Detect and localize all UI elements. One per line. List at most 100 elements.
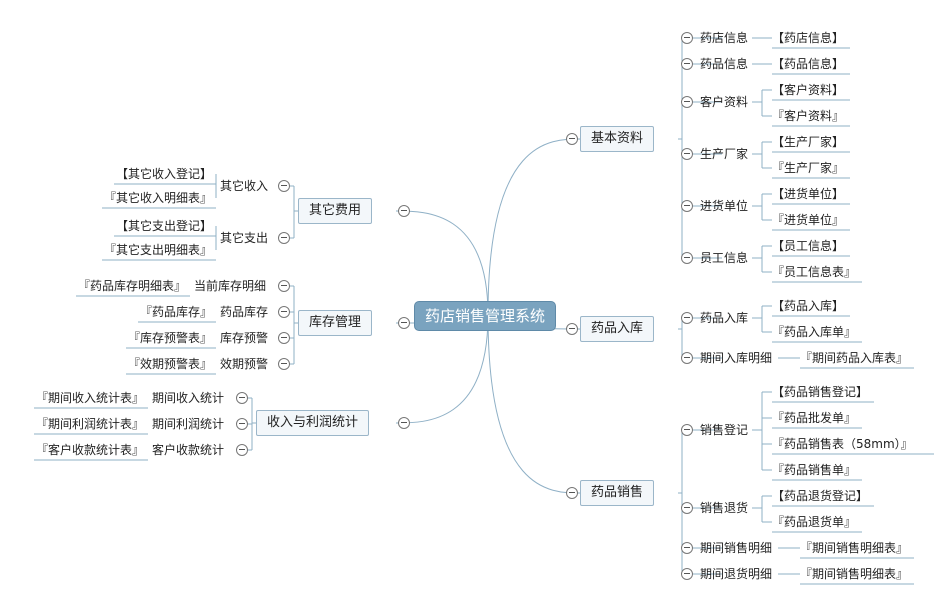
leaf-item[interactable]: 『药品库存明细表』: [78, 279, 187, 293]
leaf-item[interactable]: 『期间药品入库表』: [800, 351, 909, 365]
subtopic-药品入库[interactable]: 药品入库: [700, 311, 749, 325]
collapse-icon[interactable]: [566, 323, 578, 335]
collapse-icon[interactable]: [681, 96, 693, 108]
leaf-underline: [790, 547, 914, 559]
collapse-icon[interactable]: [398, 205, 410, 217]
subtopic-销售登记[interactable]: 销售登记: [700, 423, 749, 437]
collapse-icon[interactable]: [278, 332, 290, 344]
collapse-icon[interactable]: [398, 317, 410, 329]
collapse-icon[interactable]: [566, 133, 578, 145]
leaf-item[interactable]: 『其它收入明细表』: [104, 191, 213, 205]
topic-收入与利润统计[interactable]: 收入与利润统计: [256, 410, 370, 436]
subtopic-其它支出[interactable]: 其它支出: [220, 231, 269, 245]
leaf-item[interactable]: 『库存预警表』: [128, 331, 213, 345]
leaf-underline: [762, 193, 850, 205]
leaf-item[interactable]: 『效期预警表』: [128, 357, 213, 371]
leaf-item[interactable]: 『期间利润统计表』: [36, 417, 145, 431]
collapse-icon[interactable]: [236, 392, 248, 404]
collapse-icon[interactable]: [681, 502, 693, 514]
leaf-item[interactable]: 『客户资料』: [772, 109, 845, 123]
link-center-left-2: [395, 314, 489, 424]
subtopic-当前库存明细[interactable]: 当前库存明细: [194, 279, 267, 293]
collapse-icon[interactable]: [398, 417, 410, 429]
central-topic[interactable]: 药店销售管理系统: [414, 301, 557, 331]
collapse-icon[interactable]: [278, 232, 290, 244]
leaf-item[interactable]: 【药品入库】: [772, 299, 845, 313]
collapse-icon[interactable]: [681, 148, 693, 160]
collapse-icon[interactable]: [236, 418, 248, 430]
subtopic-效期预警[interactable]: 效期预警: [220, 357, 269, 371]
collapse-icon[interactable]: [566, 487, 578, 499]
collapse-icon[interactable]: [236, 444, 248, 456]
leaf-underline: [762, 391, 874, 403]
leaf-item[interactable]: 『期间销售明细表』: [800, 567, 909, 581]
subtopic-药品库存[interactable]: 药品库存: [220, 305, 269, 319]
subtopic-期间销售明细[interactable]: 期间销售明细: [700, 541, 773, 555]
leaf-underline: [762, 245, 850, 257]
subtopic-库存预警[interactable]: 库存预警: [220, 331, 269, 345]
leaf-underline: [762, 443, 934, 455]
leaf-item[interactable]: 『进货单位』: [772, 213, 845, 227]
leaf-item[interactable]: 【其它收入登记】: [116, 167, 213, 181]
subtopic-药品信息[interactable]: 药品信息: [700, 57, 749, 71]
subtopic-客户收款统计[interactable]: 客户收款统计: [152, 443, 225, 457]
collapse-icon[interactable]: [278, 180, 290, 192]
collapse-icon[interactable]: [681, 352, 693, 364]
subtopic-员工信息[interactable]: 员工信息: [700, 251, 749, 265]
subtopic-生产厂家[interactable]: 生产厂家: [700, 147, 749, 161]
subtopic-销售退货[interactable]: 销售退货: [700, 501, 749, 515]
leaf-item[interactable]: 【药品退货登记】: [772, 489, 869, 503]
leaf-item[interactable]: 【进货单位】: [772, 187, 845, 201]
leaf-item[interactable]: 【员工信息】: [772, 239, 845, 253]
trunk-2: [678, 430, 683, 574]
leaf-item[interactable]: 【其它支出登记】: [116, 219, 213, 233]
leaf-item[interactable]: 『药品退货单』: [772, 515, 857, 529]
leaf-item[interactable]: 【药品销售登记】: [772, 385, 869, 399]
collapse-icon[interactable]: [278, 358, 290, 370]
leaf-underline: [762, 331, 862, 343]
leaf-item[interactable]: 【生产厂家】: [772, 135, 845, 149]
leaf-item[interactable]: 『药品入库单』: [772, 325, 857, 339]
leaf-item[interactable]: 『药品销售表（58mm）』: [772, 437, 913, 451]
subtopic-期间退货明细[interactable]: 期间退货明细: [700, 567, 773, 581]
collapse-icon[interactable]: [681, 200, 693, 212]
subtopic-其它收入[interactable]: 其它收入: [220, 179, 269, 193]
leaf-item[interactable]: 『期间收入统计表』: [36, 391, 145, 405]
collapse-icon[interactable]: [681, 252, 693, 264]
collapse-icon[interactable]: [681, 58, 693, 70]
collapse-icon[interactable]: [278, 280, 290, 292]
leaf-item[interactable]: 『客户收款统计表』: [36, 443, 145, 457]
leaf-item[interactable]: 【药品信息】: [772, 57, 845, 71]
leaf-underline: [762, 63, 850, 75]
subtopic-期间入库明细[interactable]: 期间入库明细: [700, 351, 773, 365]
subtopic-进货单位[interactable]: 进货单位: [700, 199, 749, 213]
leaf-underline: [762, 37, 850, 49]
collapse-icon[interactable]: [681, 542, 693, 554]
leaf-item[interactable]: 『药品销售单』: [772, 463, 857, 477]
collapse-icon[interactable]: [278, 306, 290, 318]
leaf-item[interactable]: 『药品批发单』: [772, 411, 857, 425]
subtopic-药店信息[interactable]: 药店信息: [700, 31, 749, 45]
collapse-icon[interactable]: [681, 32, 693, 44]
leaf-item[interactable]: 『生产厂家』: [772, 161, 845, 175]
leaf-item[interactable]: 『药品库存』: [140, 305, 213, 319]
topic-基本资料[interactable]: 基本资料: [580, 126, 655, 152]
collapse-icon[interactable]: [681, 424, 693, 436]
leaf-item[interactable]: 『员工信息表』: [772, 265, 857, 279]
collapse-icon[interactable]: [681, 568, 693, 580]
trunk-left-0: [293, 186, 298, 238]
subtopic-期间收入统计[interactable]: 期间收入统计: [152, 391, 225, 405]
subtopic-客户资料[interactable]: 客户资料: [700, 95, 749, 109]
leaf-item[interactable]: 『期间销售明细表』: [800, 541, 909, 555]
leaf-item[interactable]: 『其它支出明细表』: [104, 243, 213, 257]
topic-药品入库[interactable]: 药品入库: [580, 316, 655, 342]
topic-其它费用[interactable]: 其它费用: [298, 198, 373, 224]
leaf-underline: [762, 305, 850, 317]
topic-库存管理[interactable]: 库存管理: [298, 310, 373, 336]
leaf-item[interactable]: 【药店信息】: [772, 31, 845, 45]
leaf-item[interactable]: 【客户资料】: [772, 83, 845, 97]
subtopic-期间利润统计[interactable]: 期间利润统计: [152, 417, 225, 431]
topic-药品销售[interactable]: 药品销售: [580, 480, 655, 506]
collapse-icon[interactable]: [681, 312, 693, 324]
leaf-underline: [762, 469, 862, 481]
